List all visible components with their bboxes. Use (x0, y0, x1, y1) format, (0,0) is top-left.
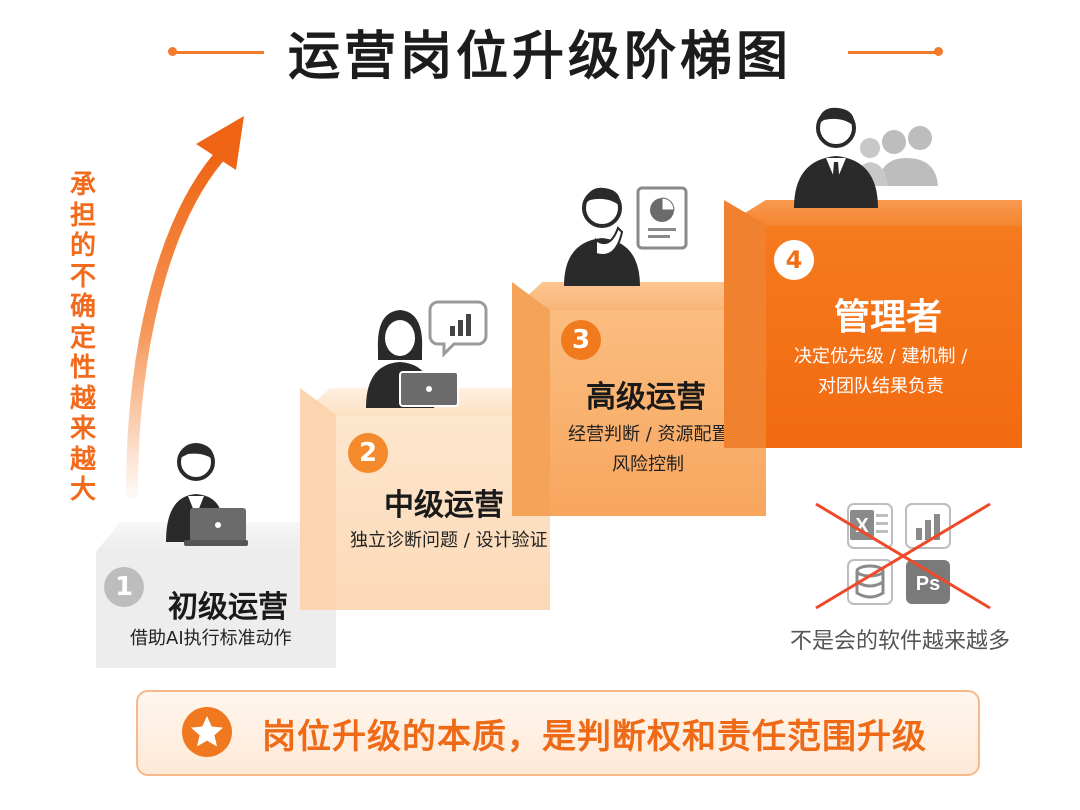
manager-team-icon (794, 107, 938, 208)
star-icon (191, 716, 223, 747)
bar-chart-icon (905, 503, 951, 549)
star-badge (182, 707, 232, 757)
step-1-desc: 借助AI执行标准动作 (130, 628, 292, 649)
step-2-desc: 独立诊断问题 / 设计验证 (350, 530, 548, 551)
cross-out-icon (815, 502, 991, 610)
step-4-title: 管理者 (834, 297, 943, 338)
step-2-number: 2 (348, 433, 388, 473)
woman-laptop-icon (366, 300, 488, 408)
software-icons-group: X Ps (840, 500, 960, 610)
title-right-dot (934, 47, 943, 56)
svg-text:X: X (855, 515, 869, 537)
title-right-line (848, 51, 936, 54)
person-laptop-icon (166, 443, 248, 546)
step-2-title: 中级运营 (384, 488, 504, 523)
step-3-desc-line2: 风险控制 (612, 454, 684, 475)
step-1-title: 初级运营 (168, 590, 288, 625)
thinking-man-icon (564, 186, 688, 286)
step-3-number: 3 (561, 320, 601, 360)
step-4-number: 4 (774, 240, 814, 280)
step-4-side (724, 200, 766, 448)
step-4-desc-line2: 对团队结果负责 (818, 376, 944, 397)
summary-banner (136, 690, 980, 776)
step-4-desc-line1: 决定优先级 / 建机制 / (794, 346, 968, 367)
title-left-dot (168, 47, 177, 56)
step-3-desc-line1: 经营判断 / 资源配置 / (568, 424, 742, 445)
banner-text: 岗位升级的本质，是判断权和责任范围升级 (262, 717, 927, 757)
step-3-top (512, 282, 766, 310)
photoshop-icon: Ps (906, 560, 950, 604)
step-1-number: 1 (104, 567, 144, 607)
tools-caption: 不是会的软件越来越多 (789, 629, 1010, 654)
step-2-side (300, 388, 336, 610)
excel-icon: X (847, 503, 893, 549)
svg-text:Ps: Ps (916, 573, 940, 595)
step-3-title: 高级运营 (586, 380, 706, 415)
upward-arrow-icon (126, 116, 244, 499)
title-left-line (176, 51, 264, 54)
side-caption: 承担的不确定性越来越大 (69, 170, 96, 505)
step-3-side (512, 282, 550, 516)
page-title: 运营岗位升级阶梯图 (287, 27, 792, 87)
